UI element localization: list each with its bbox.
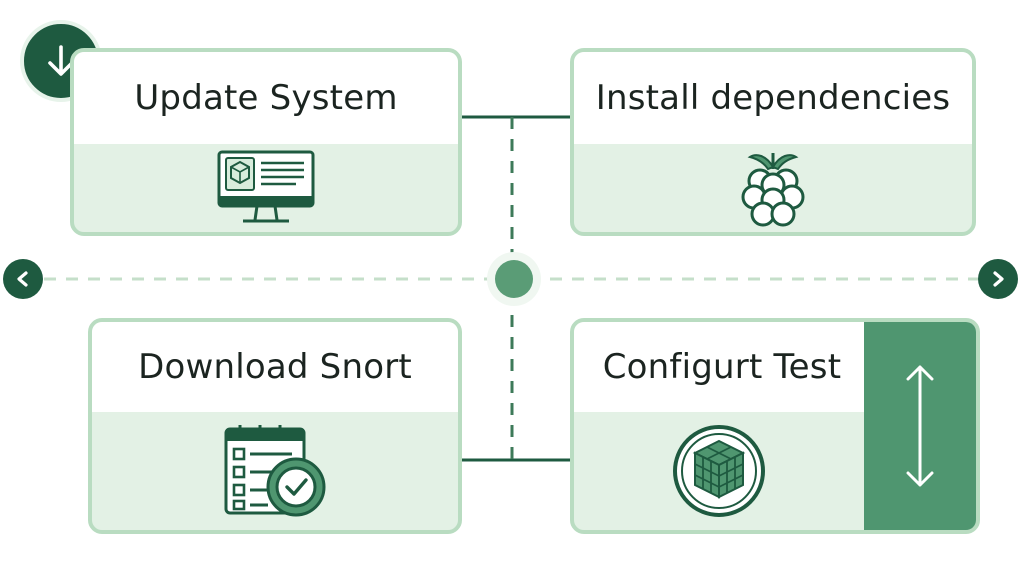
cube-icon (673, 425, 765, 517)
step-title: Configurt Test (574, 322, 870, 412)
step-card-download-snort[interactable]: Download Snort (88, 318, 462, 534)
step-title: Update System (74, 52, 458, 144)
previous-button[interactable] (3, 259, 43, 299)
side-panel[interactable] (864, 322, 976, 530)
center-dot (495, 260, 533, 298)
step-card-update-system[interactable]: Update System (70, 48, 462, 236)
step-card-install-dependencies[interactable]: Install dependencies (570, 48, 976, 236)
checklist-clock-icon (224, 425, 326, 517)
step-title: Install dependencies (574, 52, 972, 144)
raspberry-icon (741, 153, 805, 227)
next-button[interactable] (978, 259, 1018, 299)
chevron-left-icon (17, 271, 28, 287)
step-card-configure-test[interactable]: Configurt Test (570, 318, 980, 534)
step-title: Download Snort (92, 322, 458, 412)
center-node[interactable] (487, 252, 541, 306)
chevron-right-icon (993, 271, 1004, 287)
vertical-arrow-icon (906, 365, 934, 487)
download-arrow-icon (48, 45, 74, 76)
monitor-icon (217, 150, 315, 223)
